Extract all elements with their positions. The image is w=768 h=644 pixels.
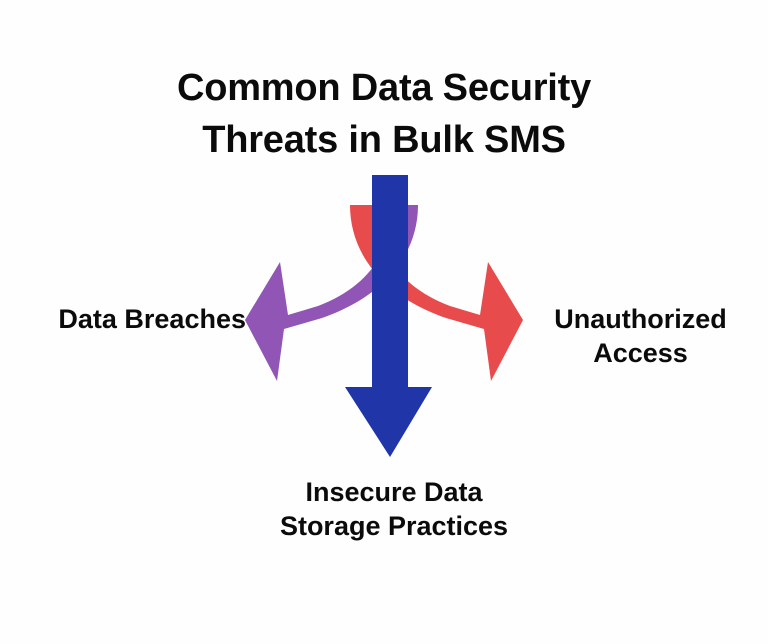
page-title-line-1: Common Data Security <box>176 67 592 109</box>
branch-label-bottom: Insecure Data Storage Practices <box>234 476 554 544</box>
branch-label-bottom-line-1: Insecure Data <box>305 477 483 507</box>
branch-label-right: Unauthorized Access <box>528 303 753 371</box>
right-branch-arrow-red <box>350 205 523 381</box>
page-title-line-2: Threats in Bulk SMS <box>202 119 566 162</box>
branch-label-right-line-2: Access <box>593 337 688 368</box>
branch-label-right-line-1: Unauthorized <box>554 304 727 334</box>
center-arrow-blue <box>345 175 432 457</box>
branch-label-left-line-1: Data Breaches <box>58 304 246 334</box>
page-title: Common Data Security Threats in Bulk SMS <box>0 62 768 167</box>
branch-label-bottom-line-2: Storage Practices <box>279 510 509 541</box>
branch-label-left: Data Breaches <box>8 303 246 337</box>
